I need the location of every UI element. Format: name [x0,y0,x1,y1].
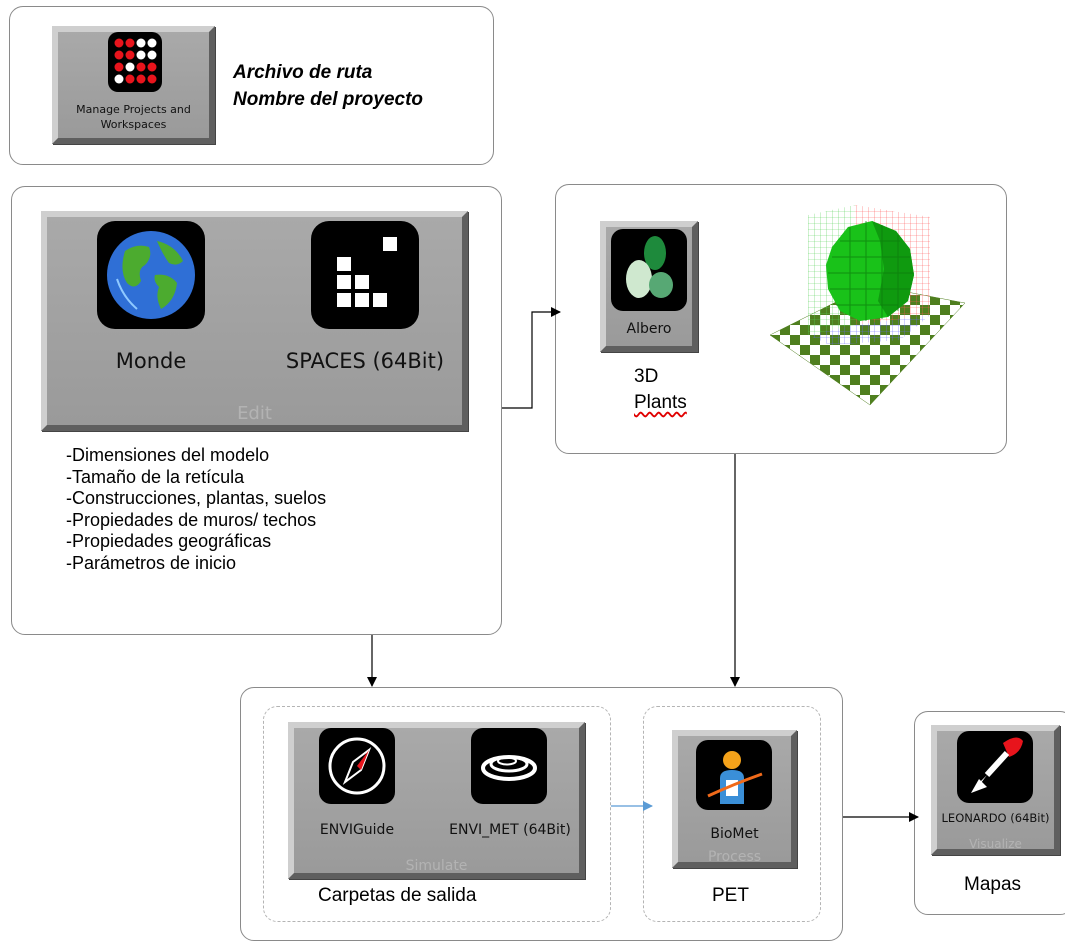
maps-caption: Mapas [964,874,1022,895]
biomet-label: BioMet [710,826,759,842]
list-item: -Construcciones, plantas, suelos [66,488,327,508]
edit-items-list: -Dimensiones del modelo -Tamaño de la re… [66,445,326,574]
voxel-tree-illustration [769,205,966,406]
pen-brush-icon [957,731,1033,803]
project-name-text: Nombre del proyecto [233,89,424,110]
visualize-group-label: Visualize [969,837,1022,851]
simulate-group-tile: ENVIGuide ENVI_MET (64Bit) Simulate [288,722,585,879]
edit-group-label: Edit [237,403,272,424]
process-group-label: Process [707,849,762,865]
envi-guide-label: ENVIGuide [319,822,395,838]
list-item: -Tamaño de la retícula [66,466,245,487]
leonardo-label: LEONARDO (64Bit) [941,811,1050,825]
envi-met-label: ENVI_MET (64Bit) [449,822,571,838]
list-item: -Dimensiones del modelo [66,445,270,465]
list-item: -Parámetros de inicio [66,552,237,573]
biomet-person-icon [696,740,772,810]
output-folders-caption: Carpetas de salida [318,885,477,906]
biomet-button[interactable]: BioMet Process [672,730,797,868]
globe-icon[interactable] [97,221,205,329]
albero-label: Albero [626,321,672,337]
pet-caption: PET [712,885,749,906]
compass-icon[interactable] [319,728,395,804]
albero-leaves-icon [611,229,687,311]
list-item: -Propiedades geográficas [66,531,272,551]
leonardo-button[interactable]: LEONARDO (64Bit) Visualize [931,725,1060,855]
plants-caption-3d: 3D [634,366,659,387]
monde-label: Monde [115,349,187,373]
envi-met-swirl-icon[interactable] [471,728,547,804]
list-item: -Propiedades de muros/ techos [66,509,317,530]
albero-button[interactable]: Albero [600,221,698,352]
manage-projects-button[interactable]: Manage Projects and Workspaces [52,26,215,144]
spaces-label: SPACES (64Bit) [285,349,445,373]
simulate-group [263,706,611,922]
edit-to-plants-arrow [502,307,561,409]
edit-group-tile: Monde SPACES (64Bit) Edit [41,211,468,431]
process-group [643,706,821,922]
plants-caption-plants: Plants [634,392,687,413]
simulate-group-label: Simulate [405,858,468,874]
manage-projects-label: Manage Projects and Workspaces [76,103,191,131]
route-file-text: Archivo de ruta [233,62,373,83]
grid-dots-icon [108,32,162,92]
spaces-icon[interactable] [311,221,419,329]
